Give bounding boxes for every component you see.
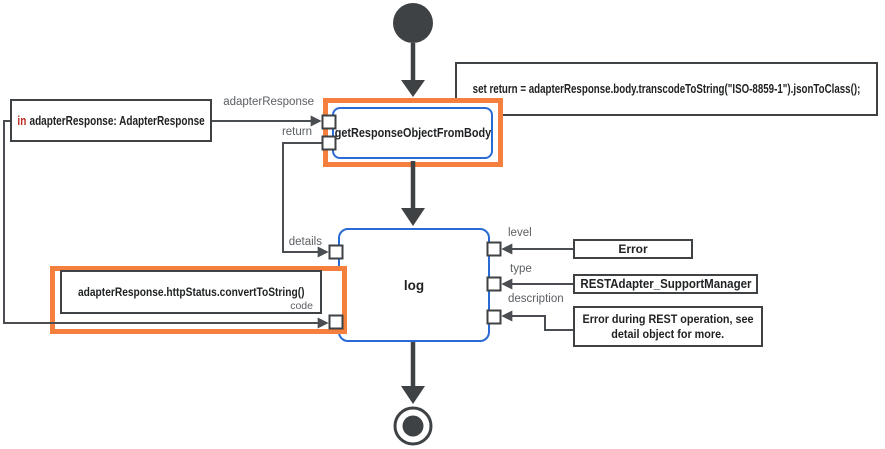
port-return-out[interactable] xyxy=(321,135,337,151)
connector-input-to-code[interactable] xyxy=(3,120,329,329)
label-adapterresponse: adapterResponse xyxy=(223,96,314,108)
start-node[interactable] xyxy=(393,3,433,43)
label-details: details xyxy=(288,236,322,248)
http-status-expression-text: adapterResponse.httpStatus.convertToStri… xyxy=(77,285,305,299)
label-description: description xyxy=(508,293,564,305)
port-type-in[interactable] xyxy=(486,276,502,292)
port-adapterresponse-in[interactable] xyxy=(321,114,337,130)
end-node-inner xyxy=(402,415,424,437)
flow-arrowhead-step-to-log xyxy=(401,208,425,226)
connector-return-to-details[interactable] xyxy=(282,142,329,258)
connector-description-value[interactable] xyxy=(501,310,573,331)
step-log-label: log xyxy=(403,277,425,293)
port-description-in[interactable] xyxy=(486,309,502,325)
type-value-text: RESTAdapter_SupportManager xyxy=(579,277,752,291)
port-code-in[interactable] xyxy=(328,314,344,330)
port-details-in[interactable] xyxy=(328,244,344,260)
param-declaration: adapterResponse: AdapterResponse xyxy=(29,113,205,128)
type-value-box[interactable]: RESTAdapter_SupportManager xyxy=(573,274,758,294)
assignment-expression-text: set return = adapterResponse.body.transc… xyxy=(472,82,861,96)
description-value-line1: Error during REST operation, see xyxy=(582,311,754,326)
param-direction-keyword: in xyxy=(17,113,27,128)
code-port-label: code xyxy=(290,300,313,312)
level-value-box[interactable]: Error xyxy=(573,239,693,259)
label-return: return xyxy=(281,126,312,138)
flow-arrowhead-start-to-step xyxy=(401,80,425,97)
step-get-response-label: getResponseObjectFromBody xyxy=(334,126,491,140)
http-status-expression-box[interactable]: adapterResponse.httpStatus.convertToStri… xyxy=(60,270,322,314)
step-get-response[interactable]: getResponseObjectFromBody xyxy=(332,107,493,159)
description-value-line2: detail object for more. xyxy=(611,326,725,341)
label-level: level xyxy=(508,227,532,239)
description-value-box[interactable]: Error during REST operation, see detail … xyxy=(573,306,763,347)
level-value-text: Error xyxy=(618,242,648,256)
port-level-in[interactable] xyxy=(486,241,502,257)
flow-arrowhead-log-to-end xyxy=(401,386,425,404)
assignment-expression-box[interactable]: set return = adapterResponse.body.transc… xyxy=(455,62,878,116)
label-type: type xyxy=(510,263,532,275)
